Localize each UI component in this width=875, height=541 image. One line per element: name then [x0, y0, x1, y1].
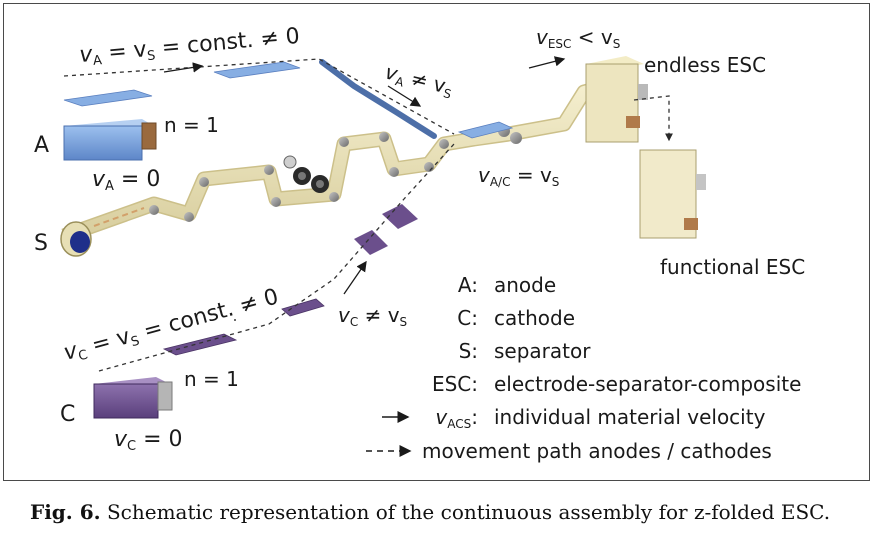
anode-count-label: n = 1	[164, 113, 219, 137]
functional-esc-block	[639, 149, 706, 239]
legend-value-separator: separator	[494, 339, 591, 363]
cathode-count-label: n = 1	[184, 367, 239, 391]
combined-velocity: vA/C = vS	[478, 163, 559, 189]
endless-esc-stack	[585, 56, 648, 143]
legend-key-velocity: vACS:	[435, 405, 478, 431]
anode-transfer-velocity: vA ≠ vS	[382, 60, 455, 102]
functional-esc-label: functional ESC	[660, 255, 805, 279]
movement-paths	[63, 58, 673, 372]
legend: A: anode C: cathode S: separator ESC: el…	[366, 273, 801, 463]
legend-value-cathode: cathode	[494, 306, 575, 330]
velocity-arrows	[163, 56, 566, 321]
cathode-rest-velocity: vC = 0	[114, 427, 183, 454]
anode-rest-velocity: vA = 0	[92, 167, 160, 194]
cathode-feed-velocity: vC = vS = const. ≠ 0	[61, 284, 282, 367]
endless-esc-label: endless ESC	[644, 53, 766, 77]
legend-value-esc: electrode-separator-composite	[494, 372, 801, 396]
legend-value-velocity: individual material velocity	[494, 405, 766, 429]
separator-roll	[60, 221, 92, 257]
cathode-sheets	[162, 204, 418, 356]
figure-number: Fig. 6.	[30, 500, 101, 524]
cathode-transfer-velocity: vC ≠ vS	[338, 303, 407, 329]
esc-velocity: vESC < vS	[536, 25, 620, 51]
anode-stack-label: A	[34, 133, 49, 158]
cathode-stack-label: C	[60, 402, 75, 427]
figure-caption: Fig. 6. Schematic representation of the …	[30, 500, 875, 524]
legend-key-cathode: C:	[457, 306, 478, 330]
cathode-stack	[93, 377, 173, 419]
anode-stack	[63, 119, 157, 161]
assembly-diagram: A S C n = 1 n = 1 vA = 0 vC = 0 vA = vS …	[34, 24, 805, 463]
rollers	[149, 125, 522, 222]
legend-value-path: movement path anodes / cathodes	[422, 439, 772, 463]
figure-frame: A S C n = 1 n = 1 vA = 0 vC = 0 vA = vS …	[3, 3, 870, 481]
legend-value-anode: anode	[494, 273, 556, 297]
legend-key-separator: S:	[459, 339, 478, 363]
caption-text: Schematic representation of the continuo…	[100, 500, 831, 524]
legend-key-anode: A:	[458, 273, 478, 297]
separator-label: S	[34, 231, 48, 256]
anode-sheets	[63, 59, 514, 139]
separator-web	[61, 76, 616, 244]
legend-key-esc: ESC:	[432, 372, 478, 396]
